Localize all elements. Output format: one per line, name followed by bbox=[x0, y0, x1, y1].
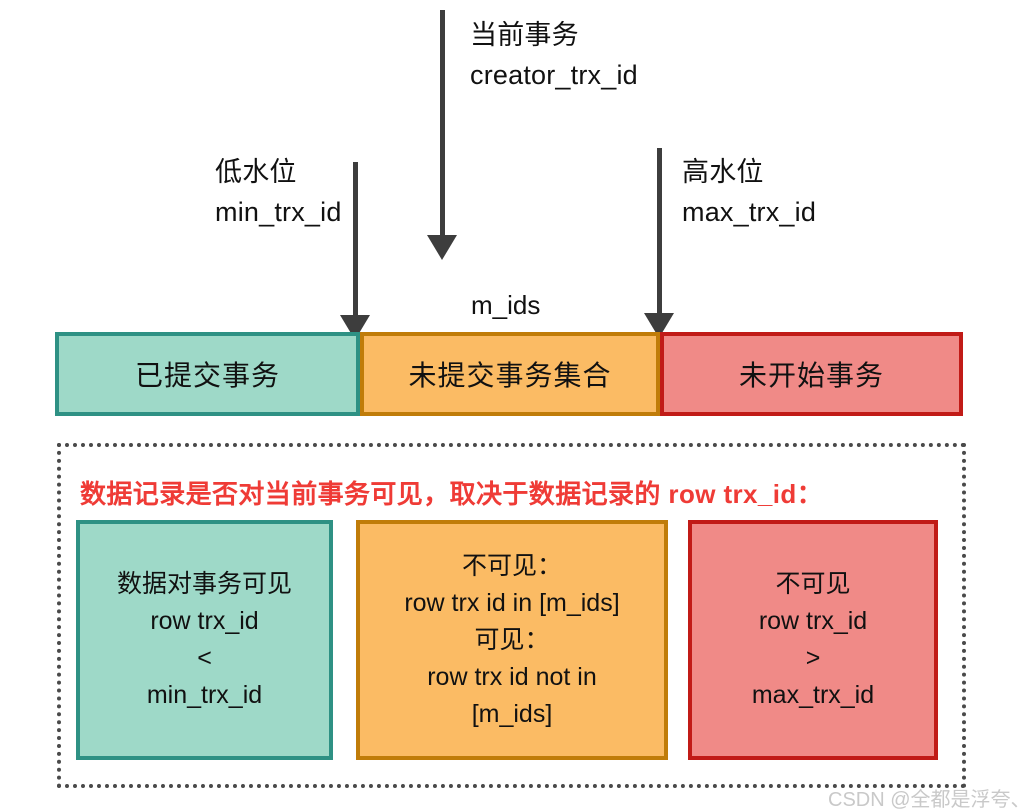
label-low-water-mark-line2: min_trx_id bbox=[215, 197, 342, 227]
timeline-segment-committed[interactable]: 已提交事务 bbox=[55, 332, 360, 416]
label-high-water-mark-line1: 高水位 bbox=[682, 157, 764, 187]
rule-card-invisible[interactable]: 不可见 row trx_id > max_trx_id bbox=[688, 520, 938, 760]
rule-card-visible[interactable]: 数据对事务可见 row trx_id < min_trx_id bbox=[76, 520, 333, 760]
label-high-water-mark-line2: max_trx_id bbox=[682, 197, 817, 227]
timeline-segment-not-started-label: 未开始事务 bbox=[738, 360, 884, 391]
arrow-shaft bbox=[352, 162, 358, 318]
rule-card-mids-line-1: 不可见： bbox=[461, 551, 562, 580]
watermark: CSDN @全都是浮夸、 bbox=[828, 789, 1026, 811]
rule-card-mids[interactable]: 不可见： row trx id in [m_ids] 可见： row trx i… bbox=[356, 520, 668, 760]
rule-card-mids-line-3: 可见： bbox=[474, 625, 550, 654]
transaction-timeline-bar: 已提交事务 未提交事务集合 未开始事务 bbox=[55, 332, 963, 416]
arrow-shaft bbox=[656, 148, 662, 316]
timeline-segment-not-started[interactable]: 未开始事务 bbox=[660, 332, 963, 416]
rule-card-visible-line-1: 数据对事务可见 bbox=[116, 570, 292, 598]
visibility-rules-title: 数据记录是否对当前事务可见，取决于数据记录的 row trx_id： bbox=[80, 479, 824, 509]
arrow-head bbox=[427, 235, 457, 260]
rule-card-mids-line-4: row trx id not in bbox=[427, 662, 597, 691]
label-m-ids: m_ids bbox=[471, 290, 541, 320]
timeline-segment-uncommitted-label: 未提交事务集合 bbox=[408, 360, 612, 391]
arrow-low-water-mark bbox=[340, 162, 370, 340]
label-high-water-mark: 高水位 max_trx_id bbox=[682, 152, 816, 232]
label-current-transaction-line2: creator_trx_id bbox=[470, 60, 638, 90]
rule-card-mids-line-5: [m_ids] bbox=[471, 699, 553, 728]
label-current-transaction: 当前事务 creator_trx_id bbox=[470, 15, 638, 95]
rule-card-invisible-line-2: row trx_id bbox=[758, 607, 868, 635]
rule-card-visible-line-2: row trx_id bbox=[150, 607, 259, 635]
label-low-water-mark: 低水位 min_trx_id bbox=[215, 152, 342, 232]
rule-card-mids-line-2: row trx id in [m_ids] bbox=[404, 588, 620, 617]
timeline-segment-committed-label: 已提交事务 bbox=[134, 360, 280, 391]
arrow-shaft bbox=[439, 10, 445, 238]
arrow-high-water-mark bbox=[644, 148, 674, 338]
label-low-water-mark-line1: 低水位 bbox=[215, 157, 297, 187]
label-current-transaction-line1: 当前事务 bbox=[470, 20, 579, 50]
rule-card-invisible-line-3: > bbox=[805, 644, 821, 672]
rule-card-visible-line-3: < bbox=[197, 644, 212, 672]
visibility-rules-container bbox=[57, 443, 966, 788]
timeline-segment-uncommitted[interactable]: 未提交事务集合 bbox=[360, 332, 660, 416]
rule-card-invisible-line-1: 不可见 bbox=[775, 570, 851, 598]
rule-card-visible-line-4: min_trx_id bbox=[146, 681, 263, 709]
arrow-current-transaction bbox=[427, 10, 457, 260]
rule-card-invisible-line-4: max_trx_id bbox=[751, 681, 875, 709]
